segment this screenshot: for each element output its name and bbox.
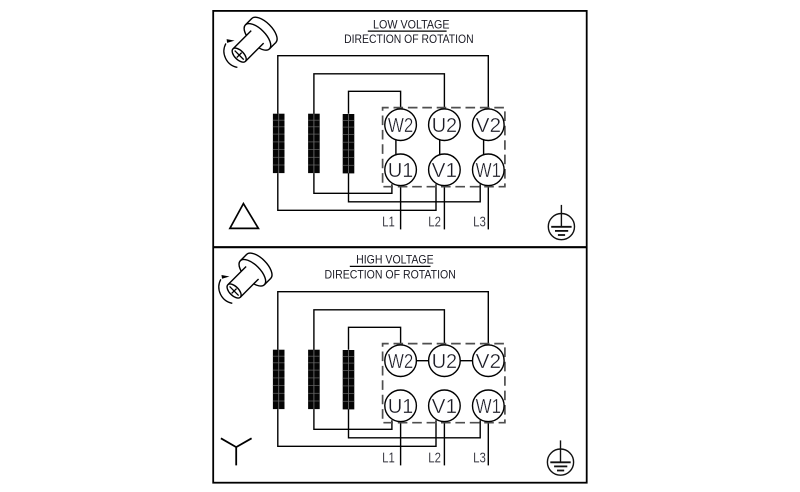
svg-text:L2: L2 bbox=[428, 450, 441, 466]
svg-text:W1: W1 bbox=[476, 396, 501, 418]
svg-text:V1: V1 bbox=[432, 396, 457, 418]
svg-text:U2: U2 bbox=[432, 115, 457, 137]
svg-text:L1: L1 bbox=[382, 450, 395, 466]
svg-text:L3: L3 bbox=[473, 450, 486, 466]
svg-text:U2: U2 bbox=[432, 351, 457, 373]
svg-text:LOW VOLTAGE: LOW VOLTAGE bbox=[373, 18, 450, 32]
svg-text:W1: W1 bbox=[476, 160, 501, 182]
svg-text:HIGH VOLTAGE: HIGH VOLTAGE bbox=[356, 253, 434, 267]
svg-text:V2: V2 bbox=[476, 115, 501, 137]
svg-text:DIRECTION OF ROTATION: DIRECTION OF ROTATION bbox=[344, 32, 474, 46]
svg-text:L2: L2 bbox=[428, 214, 441, 230]
svg-text:V2: V2 bbox=[476, 351, 501, 373]
svg-text:DIRECTION OF ROTATION: DIRECTION OF ROTATION bbox=[325, 268, 456, 282]
svg-text:U1: U1 bbox=[388, 160, 413, 182]
svg-text:L1: L1 bbox=[382, 214, 395, 230]
svg-text:V1: V1 bbox=[432, 160, 457, 182]
svg-text:W2: W2 bbox=[388, 351, 413, 373]
svg-text:W2: W2 bbox=[388, 115, 413, 137]
svg-text:L3: L3 bbox=[473, 214, 486, 230]
svg-text:U1: U1 bbox=[388, 396, 413, 418]
